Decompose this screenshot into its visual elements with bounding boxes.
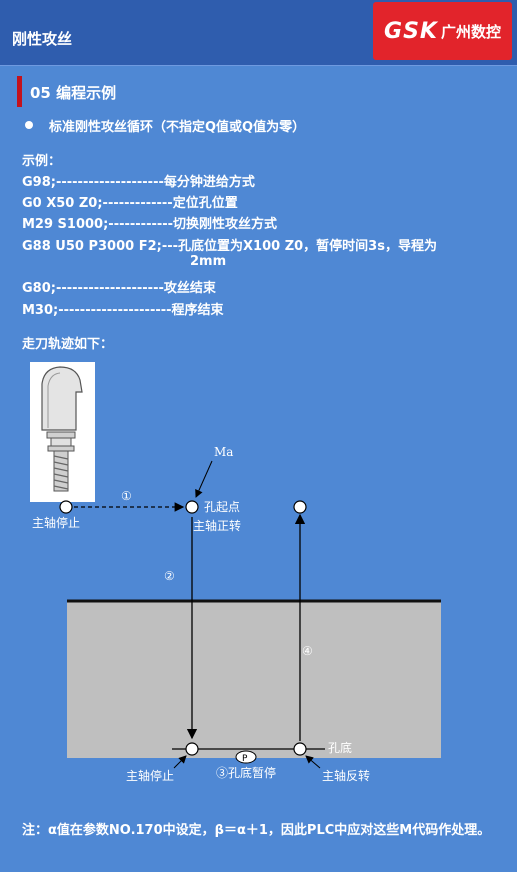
- spindle-stop-top-label: 主轴停止: [32, 515, 80, 530]
- ma-pointer: [196, 461, 212, 497]
- spindle-stop-bottom-label: 主轴停止: [126, 768, 174, 783]
- footnote: 注：α值在参数NO.170中设定，β＝α＋1，因此PLC中应对这些M代码作处理。: [22, 821, 502, 840]
- step2-label: ②: [164, 569, 175, 583]
- workpiece-block: [67, 601, 441, 758]
- step4-label: ④: [302, 644, 313, 658]
- step1-label: ①: [121, 489, 132, 503]
- retract-point-circle: [294, 501, 306, 513]
- hole-start-circle: [186, 501, 198, 513]
- hole-bottom-label: 孔底: [328, 740, 352, 755]
- hole-bottom-right-circle: [294, 743, 306, 755]
- spindle-reverse-label: 主轴反转: [322, 768, 370, 783]
- ma-label: Ma: [214, 445, 233, 459]
- start-point-circle: [60, 501, 72, 513]
- step3-label: ③孔底暂停: [216, 765, 276, 780]
- hole-bottom-left-circle: [186, 743, 198, 755]
- p-marker-label: P: [242, 754, 248, 764]
- hole-start-label: 孔起点: [204, 500, 240, 514]
- spindle-forward-label: 主轴正转: [193, 518, 241, 533]
